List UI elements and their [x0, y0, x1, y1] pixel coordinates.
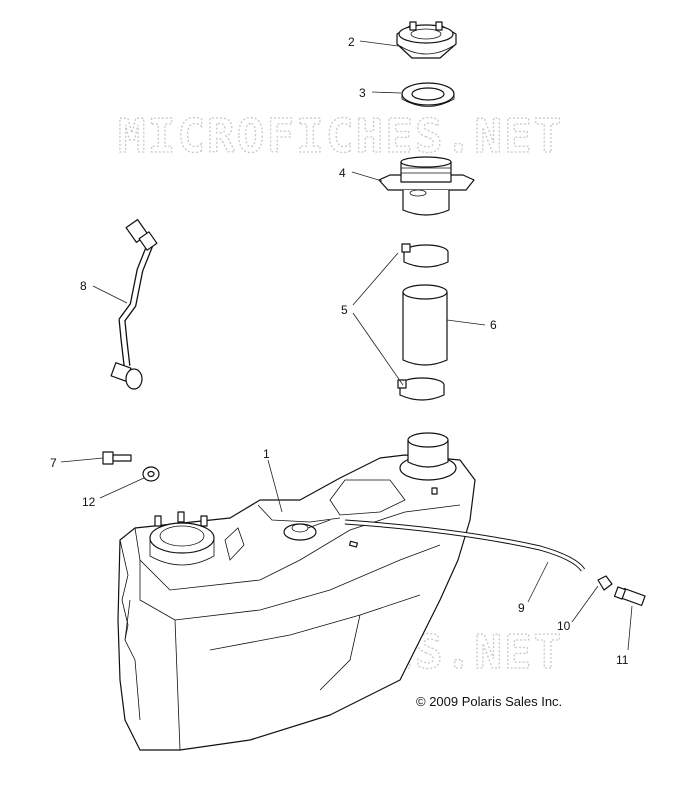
copyright-text: © 2009 Polaris Sales Inc. [416, 694, 562, 709]
watermark-top: MICROFICHES.NET [118, 109, 563, 163]
filler-hose-part [402, 284, 448, 366]
bolt-part [102, 451, 132, 465]
callout-8: 8 [80, 279, 87, 293]
callout-9: 9 [518, 601, 525, 615]
callout-2: 2 [348, 35, 355, 49]
clamp-upper-part [401, 243, 449, 268]
leader-lines [60, 40, 633, 651]
callout-11: 11 [616, 653, 629, 667]
vent-line-part [110, 219, 158, 390]
callout-1: 1 [263, 447, 270, 461]
callout-7: 7 [50, 456, 57, 470]
vent-hose-part [344, 519, 586, 572]
hose-cap-part [597, 575, 613, 591]
fuel-cap-part [396, 21, 457, 59]
callout-4: 4 [339, 166, 346, 180]
gasket-ring-part [401, 82, 455, 107]
callout-12: 12 [82, 495, 96, 509]
fuel-tank-part [117, 432, 476, 751]
callout-3: 3 [359, 86, 366, 100]
washer-part [142, 466, 160, 482]
callout-6: 6 [490, 318, 497, 332]
valve-part [613, 586, 646, 607]
filler-neck-part [378, 156, 475, 216]
clamp-lower-part [397, 377, 445, 401]
callout-10: 10 [557, 619, 571, 633]
callout-5: 5 [341, 303, 348, 317]
